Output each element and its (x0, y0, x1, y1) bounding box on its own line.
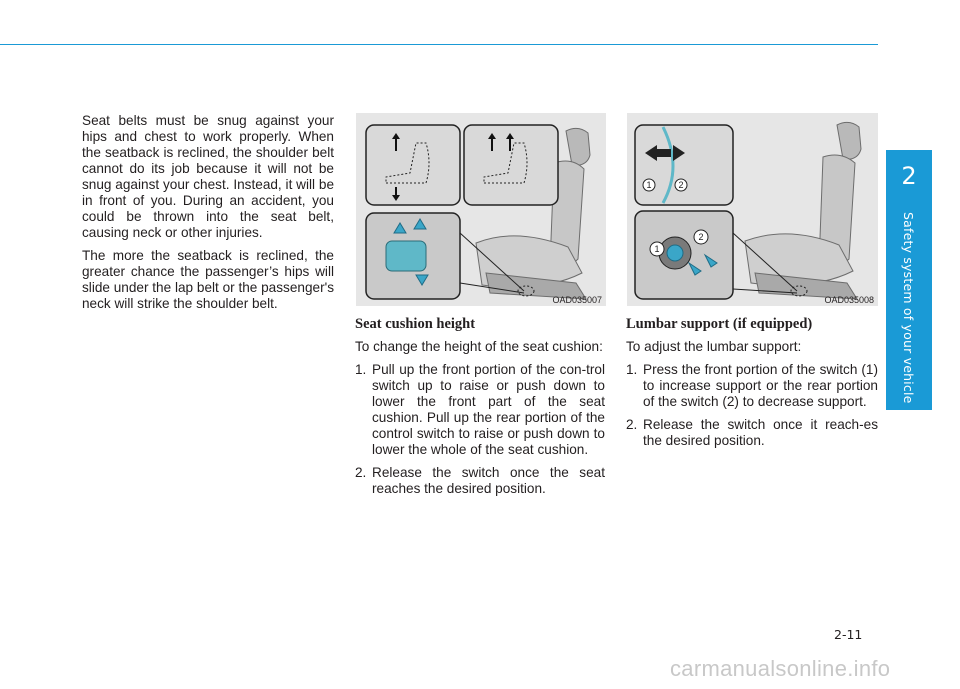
steps-list: 1. Press the front portion of the switch … (626, 362, 878, 449)
figure-code: OAD035007 (552, 295, 602, 305)
list-item: 1. Press the front portion of the switch … (626, 362, 878, 410)
lumbar-drawing: 1 2 1 2 (634, 121, 862, 300)
list-item: 2. Release the switch once the seat reach… (355, 465, 605, 497)
callout-number: 1 (654, 244, 659, 254)
steps-list: 1. Pull up the front portion of the con-t… (355, 362, 605, 497)
callout-number: 2 (698, 232, 703, 242)
section-title: Safety system of your vehicle (901, 212, 916, 404)
intro-text: To adjust the lumbar support: (626, 339, 802, 354)
section-tab: 2 Safety system of your vehicle (886, 150, 932, 410)
section-heading: Lumbar support (if equipped) (626, 316, 813, 332)
section-title-band (886, 204, 932, 410)
seat-height-drawing (365, 124, 591, 300)
step-number: 2. (626, 417, 638, 432)
seat-height-section: Seat cushion height To change the height… (355, 316, 605, 504)
paragraph: The more the seatback is reclined, the g… (82, 248, 334, 311)
lumbar-section: Lumbar support (if equipped) To adjust t… (626, 316, 878, 456)
page-number: 2-11 (834, 627, 863, 642)
header-rule (0, 44, 878, 45)
step-number: 2. (355, 465, 367, 480)
lumbar-support-illustration: 1 2 1 2 OAD035008 (627, 113, 878, 306)
callout-number: 2 (678, 180, 683, 190)
step-number: 1. (626, 362, 638, 377)
list-item: 1. Pull up the front portion of the con-t… (355, 362, 605, 458)
figure-code: OAD035008 (824, 295, 874, 305)
left-column: Seat belts must be snug against your hip… (82, 113, 334, 319)
section-number-box: 2 (886, 150, 932, 204)
callout-number: 1 (646, 180, 651, 190)
paragraph: Seat belts must be snug against your hip… (82, 113, 334, 240)
intro-text: To change the height of the seat cushion… (355, 339, 603, 354)
step-text: Release the switch once the seat reaches… (372, 465, 605, 496)
watermark: carmanualsonline.info (670, 656, 891, 681)
step-text: Press the front portion of the switch (1… (643, 362, 878, 409)
step-text: Release the switch once it reach-es the … (643, 417, 878, 448)
seat-height-illustration: OAD035007 (356, 113, 606, 306)
section-heading: Seat cushion height (355, 316, 476, 332)
step-text: Pull up the front portion of the con-tro… (372, 362, 605, 457)
section-number: 2 (901, 162, 917, 190)
step-number: 1. (355, 362, 367, 377)
list-item: 2. Release the switch once it reach-es th… (626, 417, 878, 449)
